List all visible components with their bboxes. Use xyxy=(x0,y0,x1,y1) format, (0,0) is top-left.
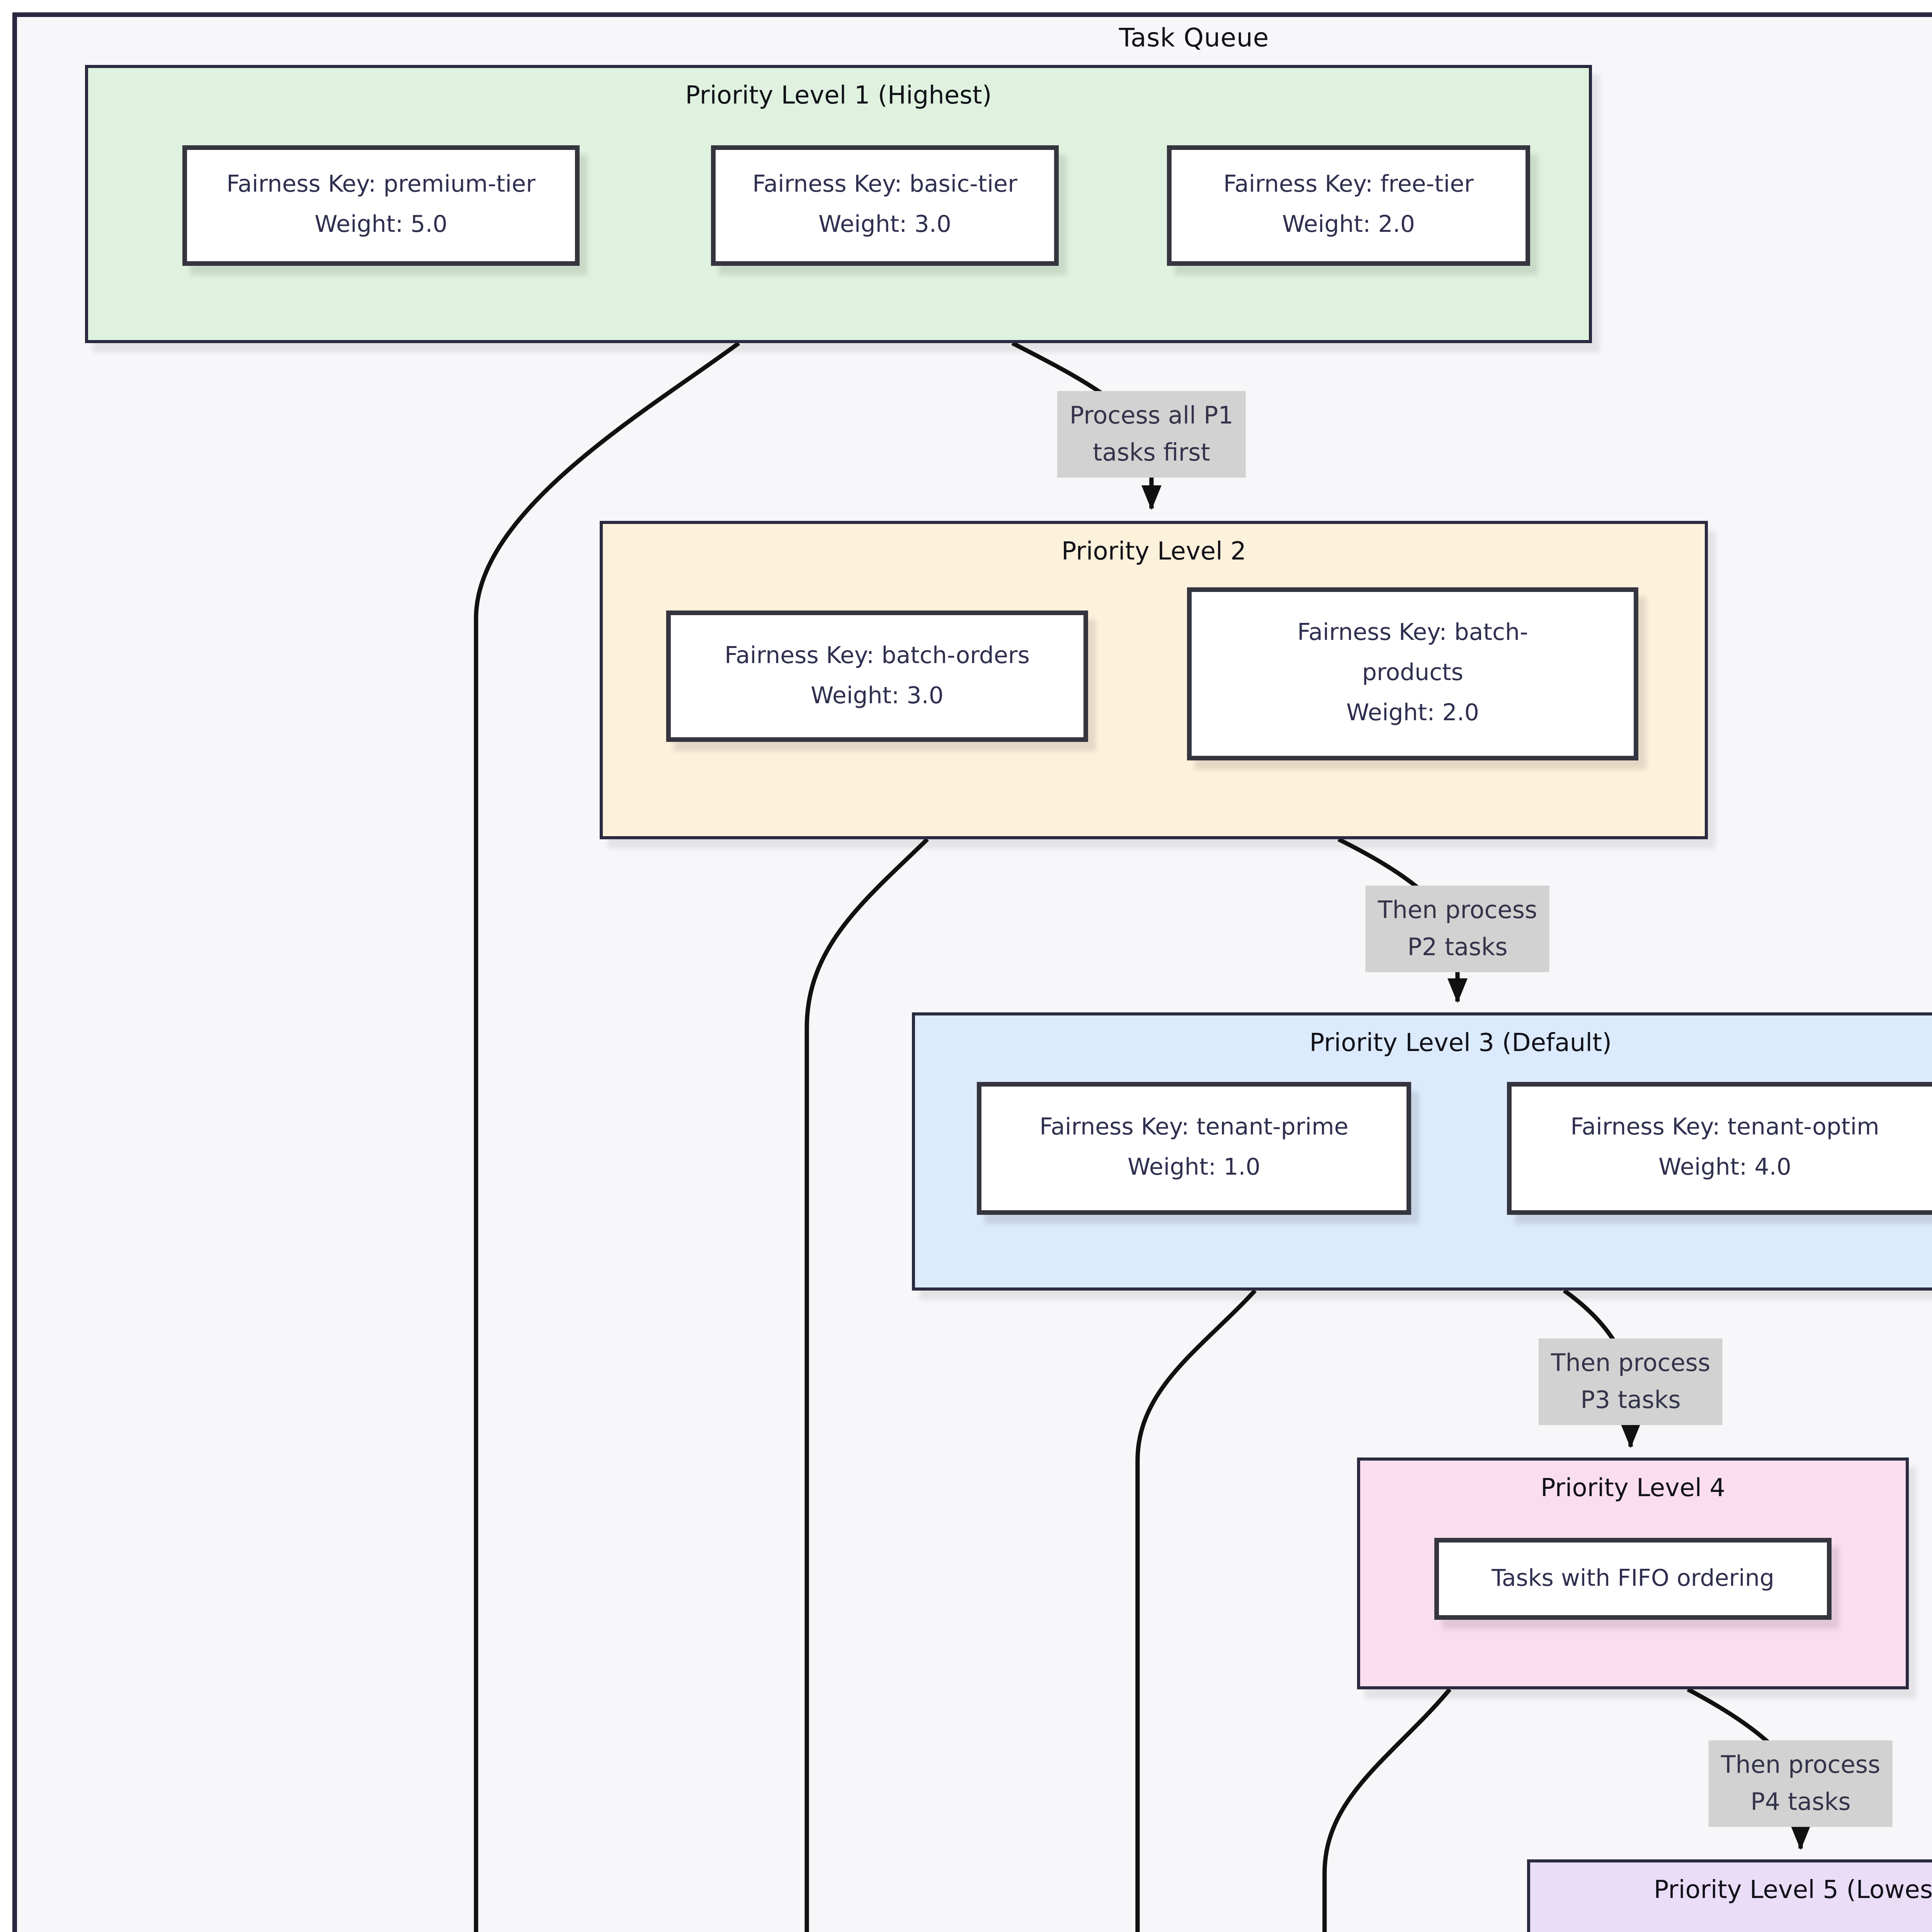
fifo-text: Tasks with FIFO ordering xyxy=(1492,1563,1774,1592)
edge-label-p3-p4: Then process P3 tasks xyxy=(1538,1338,1723,1425)
weight-text: Weight: 4.0 xyxy=(1658,1153,1791,1181)
task-queue-title: Task Queue xyxy=(1119,23,1269,53)
edge-p2-to-workers xyxy=(804,837,929,1932)
node-free-tier: Fairness Key: free-tier Weight: 2.0 xyxy=(1167,145,1530,266)
edge-label-p2-p3: Then process P2 tasks xyxy=(1365,886,1550,973)
edge-p4-to-workers xyxy=(1322,1688,1452,1932)
cluster-priority-5-label: Priority Level 5 (Lowest) xyxy=(1653,1875,1932,1904)
node-premium-tier: Fairness Key: premium-tier Weight: 5.0 xyxy=(182,145,580,266)
weight-text: Weight: 5.0 xyxy=(315,210,447,238)
fairness-key-text: Fairness Key: tenant-optim xyxy=(1570,1113,1879,1141)
weight-text: Weight: 2.0 xyxy=(1282,210,1415,238)
cluster-priority-3-label: Priority Level 3 (Default) xyxy=(1309,1028,1612,1057)
fairness-key-text: Fairness Key: free-tier xyxy=(1223,170,1474,198)
node-tenant-prime: Fairness Key: tenant-prime Weight: 1.0 xyxy=(977,1082,1411,1215)
edge-p3-to-workers xyxy=(1135,1289,1257,1932)
cluster-priority-1-label: Priority Level 1 (Highest) xyxy=(685,80,992,110)
node-fifo-p4: Tasks with FIFO ordering xyxy=(1434,1538,1832,1620)
edge-label-p4-p5: Then process P4 tasks xyxy=(1708,1740,1893,1827)
fairness-key-text: Fairness Key: batch-products xyxy=(1297,619,1528,687)
node-batch-orders: Fairness Key: batch-orders Weight: 3.0 xyxy=(666,611,1088,742)
edge-label-p1-p2: Process all P1 tasks first xyxy=(1057,391,1246,478)
cluster-priority-5: Priority Level 5 (Lowest) xyxy=(1527,1859,1932,1932)
weight-text: Weight: 1.0 xyxy=(1128,1153,1260,1181)
fairness-key-text: Fairness Key: premium-tier xyxy=(226,170,536,198)
fairness-key-text: Fairness Key: batch-orders xyxy=(724,641,1030,669)
node-tenant-optim: Fairness Key: tenant-optim Weight: 4.0 xyxy=(1507,1082,1932,1215)
node-basic-tier: Fairness Key: basic-tier Weight: 3.0 xyxy=(711,145,1059,266)
fairness-key-text: Fairness Key: tenant-prime xyxy=(1039,1113,1349,1141)
weight-text: Weight: 2.0 xyxy=(1346,698,1479,726)
weight-text: Weight: 3.0 xyxy=(811,681,944,709)
fairness-key-text: Fairness Key: basic-tier xyxy=(752,170,1017,198)
cluster-priority-2-label: Priority Level 2 xyxy=(1061,536,1247,566)
weight-text: Weight: 3.0 xyxy=(818,210,951,238)
node-batch-products: Fairness Key: batch-products Weight: 2.0 xyxy=(1187,587,1638,760)
edge-p1-to-workers xyxy=(474,341,740,1932)
cluster-priority-4-label: Priority Level 4 xyxy=(1540,1473,1726,1502)
